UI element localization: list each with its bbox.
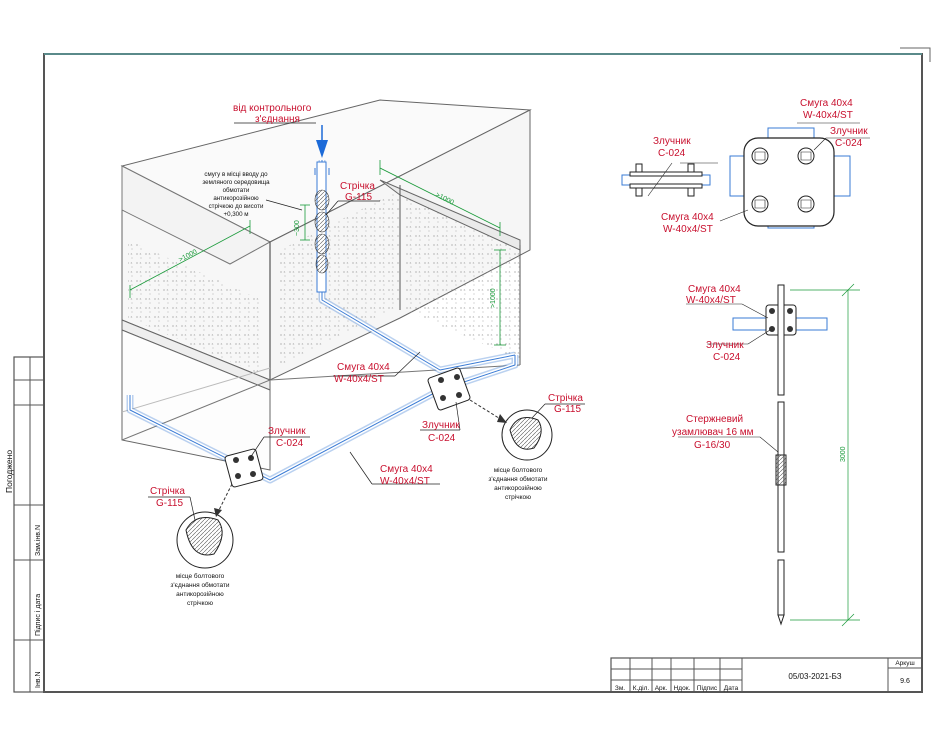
leader-lines [148,122,585,521]
svg-text:Дата: Дата [724,685,739,692]
svg-text:смугу в місці вводу до: смугу в місці вводу до [204,171,268,178]
connector-2-name: Злучник [268,426,306,437]
connector-2-code: C-024 [276,438,304,449]
band-2-code: W-40x4/ST [380,476,430,487]
tape-2-name: Стрічка [548,393,583,404]
bolt-note-1: місце болтового з'єднання обмотати антик… [488,466,548,501]
sheet-label: Аркуш [895,660,914,667]
svg-text:обмотати: обмотати [223,187,250,194]
connector-side-detail [621,162,718,197]
tape-3-name: Стрічка [150,486,185,497]
svg-text:антикорозійною: антикорозійною [213,195,259,202]
band-2-name: Смуга 40х4 [380,464,433,475]
source-label-line1: від контрольного [233,103,312,114]
detail-band-right-name: Смуга 40х4 [800,98,853,109]
svg-text:Підпис: Підпис [697,684,718,692]
rod-connector-name: Злучник [706,340,744,351]
connector-1-name: Злучник [422,420,460,431]
title-block-headers: Зм. К.діл. Арк. Ндок. Підпис Дата [615,684,739,692]
sheet-number: 9.6 [900,678,910,685]
svg-text:місце болтового: місце болтового [176,572,225,580]
svg-text:земляного середовища: земляного середовища [202,179,270,186]
svg-text:стрічкою до висоти: стрічкою до висоти [209,203,264,210]
svg-text:стрічкою: стрічкою [187,599,213,607]
detail-band-bottom-name: Смуга 40х4 [661,212,714,223]
detail-band-right-code: W-40x4/ST [803,110,853,121]
rod-name-line2: узамлювач 16 мм [672,427,754,438]
grounding-band-path [126,160,519,484]
svg-text:стрічкою: стрічкою [505,493,531,501]
band-1-name: Смуга 40х4 [337,362,390,373]
rod-connector-code: C-024 [713,352,741,363]
rod-band-code: W-40x4/ST [686,295,736,306]
stamp-row-1: Зам.інв.N [34,525,42,556]
svg-text:з'єднання обмотати: з'єднання обмотати [170,581,230,589]
bolt-detail-bubble-2 [176,483,234,569]
bolt-detail-bubble-1 [469,399,553,461]
svg-text:Арк.: Арк. [655,685,668,692]
svg-text:місце болтового: місце болтового [494,466,543,474]
rod-detail [678,283,860,627]
detail-band-bottom-code: W-40x4/ST [663,224,713,235]
connector-top-detail [719,122,870,229]
detail-connector-name: Злучник [653,136,691,147]
detail-connector-right-name: Злучник [830,126,868,137]
agreed-label: Погоджено [4,450,14,493]
svg-text:антикорозійною: антикорозійною [494,484,542,492]
side-stamp [13,356,45,693]
tape-2-code: G-115 [554,404,581,415]
source-label-line2: з'єднання [255,114,300,125]
tape-3-code: G-115 [156,498,183,509]
detail-connector-code: C-024 [658,148,686,159]
svg-text:Ндок.: Ндок. [674,685,691,692]
rod-band-name: Смуга 40х4 [688,284,741,295]
connector-2 [224,448,264,488]
stamp-row-3: Інв.N [35,671,42,688]
dim-3000: 3000 [840,446,847,462]
rod-code: G-16/30 [694,440,731,451]
bolt-note-2: місце болтового з'єднання обмотати антик… [170,572,230,607]
svg-text:+0,300 м: +0,300 м [223,211,248,218]
dim-300: ~300 [294,220,301,236]
svg-text:К.діл.: К.діл. [633,684,650,692]
title-block [610,657,923,693]
control-connection-arrow [316,125,328,158]
dim-1000-c: >1000 [490,288,497,308]
rod-name-line1: Стержневий [686,414,743,425]
stamp-row-2: Підпис і дата [34,594,42,636]
connector-1-code: C-024 [428,433,456,444]
connector-1 [427,367,471,411]
svg-text:антикорозійною: антикорозійною [176,590,224,598]
svg-text:Зм.: Зм. [615,685,625,692]
svg-text:з'єднання обмотати: з'єднання обмотати [488,475,548,483]
band-1-code: W-40x4/ST [334,374,384,385]
wrap-note: смугу в місці вводу до земляного середов… [202,171,270,218]
foundation-scene [120,99,532,471]
dimension-lines [129,160,506,346]
tape-1-code: G-115 [345,192,372,203]
tape-1-name: Стрічка [340,181,375,192]
detail-connector-right-code: C-024 [835,138,863,149]
doc-code: 05/03-2021-БЗ [788,672,841,681]
